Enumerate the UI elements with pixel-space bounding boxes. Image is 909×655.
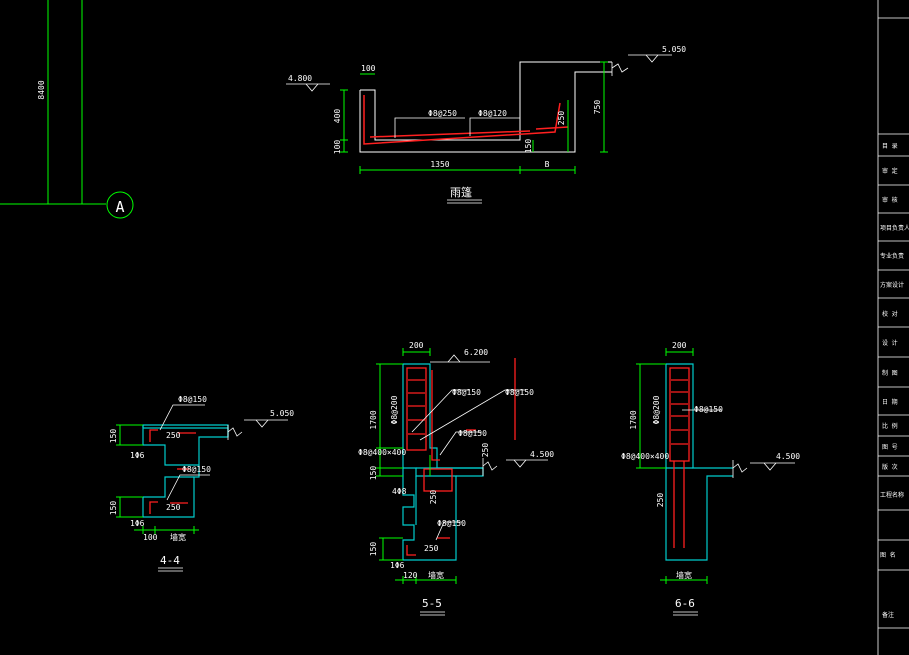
section-6-6-dims bbox=[636, 348, 708, 584]
section-5-5-elev-mid: 4.500 bbox=[530, 450, 554, 459]
section-6-6-dim-3: 250 bbox=[656, 493, 665, 508]
title-block-row-11: 比 例 bbox=[882, 422, 898, 430]
section-4-4-rebar bbox=[149, 429, 196, 514]
section-5-5-dim-4: 150 bbox=[369, 466, 378, 481]
section-5-5-rebar bbox=[406, 358, 516, 556]
title-block-row-5: 专业负责 bbox=[880, 252, 904, 260]
section-4-4-dim-5: 250 bbox=[166, 503, 181, 512]
section-6-6-elev: 4.500 bbox=[776, 452, 800, 461]
gutter-dim-span: 1350 bbox=[430, 160, 449, 169]
section-5-5-dim-9: 1Φ6 bbox=[390, 561, 405, 570]
gutter-rebar bbox=[363, 95, 569, 145]
gutter-title: 雨篷 bbox=[450, 185, 472, 199]
section-6-6-rebar bbox=[669, 367, 690, 548]
gutter-elev-right: 5.050 bbox=[662, 45, 686, 54]
section-6-6-dim-1: 200 bbox=[672, 341, 687, 350]
section-6-6-leaders bbox=[673, 409, 795, 616]
section-5-5-rebar-label-2: Φ8@150 bbox=[505, 388, 534, 397]
gutter-dim-small: 150 bbox=[524, 139, 533, 154]
section-5-5-dim-5: 4Φ8 bbox=[392, 487, 407, 496]
title-block-row-15: 图 名 bbox=[880, 551, 896, 559]
section-4-4-dim-7: 100 bbox=[143, 533, 158, 542]
section-6-6-dim-2: 1700 bbox=[629, 410, 638, 429]
title-block-row-4: 项目负责人 bbox=[880, 224, 909, 232]
section-6-6-rebar-label-1: Φ8@200 bbox=[652, 395, 661, 424]
title-block-row-10: 日 期 bbox=[882, 398, 898, 406]
section-5-5-dim-7: 150 bbox=[369, 542, 378, 557]
title-block-row-2: 审 定 bbox=[882, 167, 898, 175]
section-4-4-rebar-label-2: Φ8@150 bbox=[182, 465, 211, 474]
gutter-elev-left: 4.800 bbox=[288, 74, 312, 83]
section-4-4: 4-4 5.050 Φ8@150 Φ8@150 150 250 1Φ6 150 … bbox=[109, 395, 294, 572]
title-block-row-9: 制 图 bbox=[882, 369, 898, 377]
section-5-5: 5-5 6.200 4.500 Φ8@150 Φ8@150 Φ8@150 Φ8@… bbox=[358, 341, 554, 616]
gutter-dim-top: 100 bbox=[361, 64, 376, 73]
title-block-row-1: 目 录 bbox=[882, 142, 898, 150]
title-block-row-3: 审 核 bbox=[882, 196, 898, 204]
section-4-4-rebar-label-1: Φ8@150 bbox=[178, 395, 207, 404]
section-4-4-dim-3: 1Φ6 bbox=[130, 451, 145, 460]
section-5-5-dim-6: 250 bbox=[429, 490, 438, 505]
section-5-5-rebar-label-1: Φ8@150 bbox=[452, 388, 481, 397]
gutter-dim-b: B bbox=[545, 160, 550, 169]
section-5-5-dim-8: 250 bbox=[424, 544, 439, 553]
gutter-leaders bbox=[286, 54, 672, 204]
section-6-6-rebar-label-2: Φ8@150 bbox=[694, 405, 723, 414]
gutter-dim-lower: 100 bbox=[333, 140, 342, 155]
section-5-5-elev-top: 6.200 bbox=[464, 348, 488, 357]
gutter-dim-inner: 250 bbox=[557, 111, 566, 126]
title-block-row-14: 工程名称 bbox=[880, 491, 904, 499]
section-4-4-dims bbox=[116, 424, 199, 534]
section-4-4-dim-8: 墙宽 bbox=[170, 532, 186, 542]
section-6-6-dim-4: 墙宽 bbox=[676, 570, 692, 580]
section-5-5-dim-1: 200 bbox=[409, 341, 424, 350]
section-5-5-dim-11: 墙宽 bbox=[428, 570, 444, 580]
title-block-row-8: 设 计 bbox=[882, 339, 898, 347]
section-6-6-concrete bbox=[665, 363, 733, 561]
gutter-section: 雨篷 4.800 5.050 Φ8@250 Φ8@120 100 400 100… bbox=[286, 45, 686, 204]
section-5-5-dim-3: 250 bbox=[481, 443, 490, 458]
title-block-row-7: 校 对 bbox=[882, 310, 898, 318]
section-4-4-dim-4: 150 bbox=[109, 501, 118, 516]
axis-bubble bbox=[106, 191, 134, 219]
gutter-rebar-label-2: Φ8@120 bbox=[478, 109, 507, 118]
section-4-4-dim-6: 1Φ6 bbox=[130, 519, 145, 528]
grid-axis-a bbox=[0, 0, 134, 219]
section-5-5-rebar-label-4: Φ8@150 bbox=[437, 519, 466, 528]
section-5-5-rebar-label-3: Φ8@150 bbox=[458, 429, 487, 438]
gutter-rebar-label-1: Φ8@250 bbox=[428, 109, 457, 118]
section-5-5-leaders bbox=[411, 354, 548, 616]
section-5-5-dims bbox=[376, 348, 457, 584]
title-block-row-13: 版 次 bbox=[882, 463, 898, 471]
section-4-4-elev: 5.050 bbox=[270, 409, 294, 418]
gutter-dim-upper: 400 bbox=[333, 109, 342, 124]
section-6-6-rebar-label-3: Φ8@400×400 bbox=[621, 452, 669, 461]
axis-dim-label: 8400 bbox=[37, 80, 46, 99]
section-4-4-title: 4-4 bbox=[160, 554, 180, 567]
section-4-4-leaders bbox=[158, 404, 288, 572]
gutter-dimensions bbox=[340, 61, 608, 174]
title-block-row-6: 方案设计 bbox=[880, 281, 904, 289]
title-block-row-16: 备注 bbox=[882, 611, 894, 619]
gutter-concrete-outline bbox=[359, 61, 612, 153]
axis-bubble-label: A bbox=[115, 198, 124, 216]
title-block-row-12: 图 号 bbox=[882, 444, 898, 451]
section-5-5-rebar-label-5: Φ8@200 bbox=[390, 395, 399, 424]
gutter-dim-right: 750 bbox=[593, 100, 602, 115]
section-5-5-dim-2: 1700 bbox=[369, 410, 378, 429]
section-6-6-title: 6-6 bbox=[675, 597, 695, 610]
section-5-5-dim-10: 120 bbox=[403, 571, 418, 580]
section-5-5-title: 5-5 bbox=[422, 597, 442, 610]
section-4-4-dim-1: 150 bbox=[109, 429, 118, 444]
section-6-6: 6-6 4.500 Φ8@200 Φ8@150 Φ8@400×400 200 1… bbox=[621, 341, 800, 616]
title-block: 目 录 审 定 审 核 项目负责人 专业负责 方案设计 校 对 设 计 制 图 … bbox=[877, 0, 909, 655]
section-5-5-rebar-label-6: Φ8@400×400 bbox=[358, 448, 406, 457]
section-4-4-dim-2: 250 bbox=[166, 431, 181, 440]
title-block-frame bbox=[877, 0, 909, 655]
